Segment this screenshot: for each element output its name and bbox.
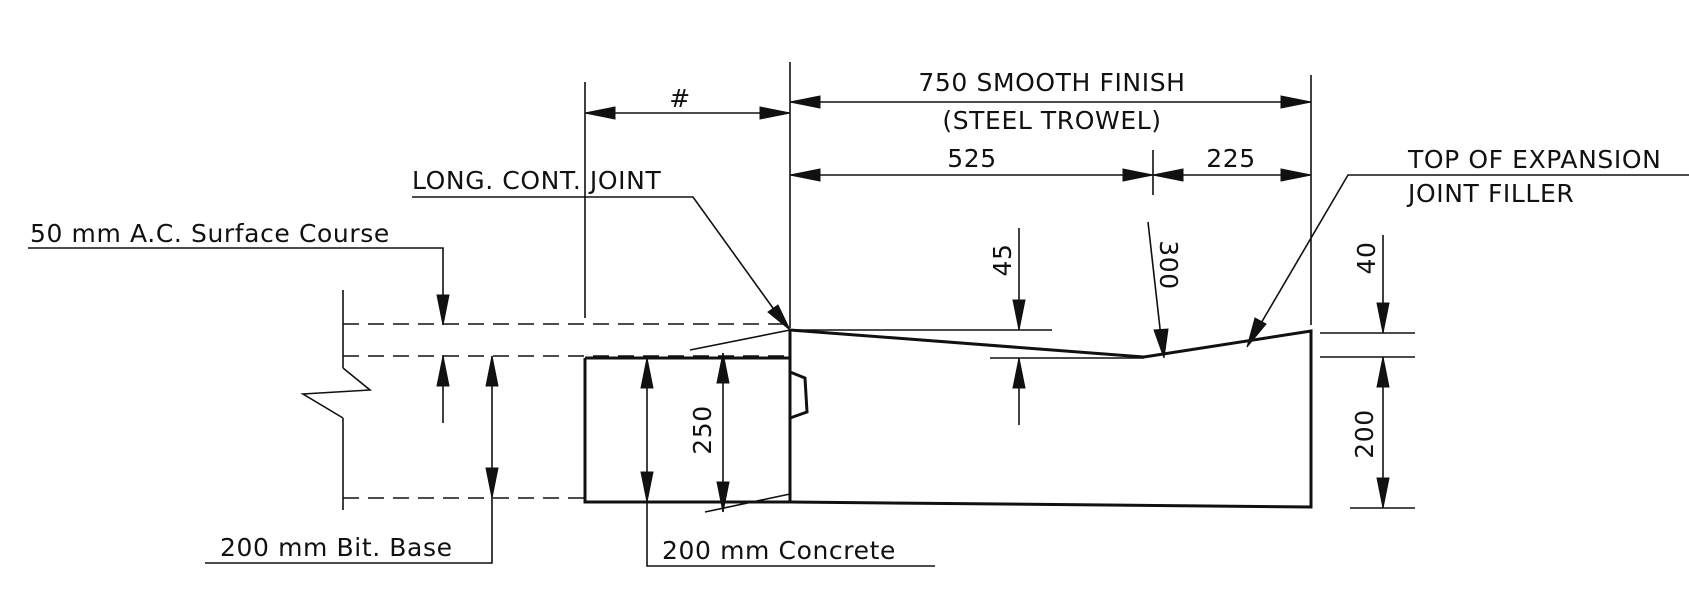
dimension-ac-50	[436, 355, 450, 423]
dim-40-label: 40	[1352, 241, 1381, 274]
dimension-40	[1376, 235, 1390, 334]
dimension-525	[789, 168, 1154, 182]
leader-concrete	[646, 502, 935, 567]
leaders	[28, 174, 1689, 567]
bit-base-label: 200 mm Bit. Base	[220, 533, 453, 562]
smooth-finish-label: 750 SMOOTH FINISH	[918, 68, 1185, 97]
dimension-200-right	[1376, 356, 1390, 509]
long-cont-joint-label: LONG. CONT. JOINT	[412, 166, 661, 195]
gutter-profile	[789, 328, 1313, 509]
dimension-750	[789, 95, 1312, 109]
leader-expansion-filler	[1249, 174, 1689, 343]
steel-trowel-label: (STEEL TROWEL)	[942, 106, 1161, 135]
dimension-225	[1152, 168, 1312, 182]
gutter-section	[583, 328, 1313, 513]
leader-long-cont-joint	[412, 196, 784, 323]
dimension-hash	[584, 106, 791, 120]
dimension-concrete-200	[640, 357, 654, 503]
pavement-layers	[300, 290, 785, 510]
joint-taper-bottom	[704, 493, 791, 513]
dimension-bit-base	[485, 355, 499, 499]
extension-lines	[584, 62, 1415, 509]
dim-45-label: 45	[988, 243, 1017, 276]
leader-ac-surface	[28, 247, 444, 325]
expansion-filler-label-2: JOINT FILLER	[1406, 179, 1574, 208]
dim-525-label: 525	[947, 144, 997, 173]
leader-bit-base	[205, 498, 493, 564]
expansion-filler-label-1: TOP OF EXPANSION	[1407, 145, 1661, 174]
break-symbol	[300, 367, 373, 419]
dim-225-label: 225	[1206, 144, 1256, 173]
joint-taper-top	[689, 329, 791, 351]
dim-300-label: 300	[1154, 240, 1183, 290]
hash-dim-label: #	[669, 84, 691, 113]
concrete-label: 200 mm Concrete	[662, 536, 896, 565]
dim-250-label: 250	[688, 405, 717, 455]
dim-200-label: 200	[1350, 409, 1379, 459]
dimension-250	[716, 352, 730, 513]
ac-surface-course-label: 50 mm A.C. Surface Course	[30, 219, 390, 248]
dimension-45	[1012, 228, 1026, 425]
